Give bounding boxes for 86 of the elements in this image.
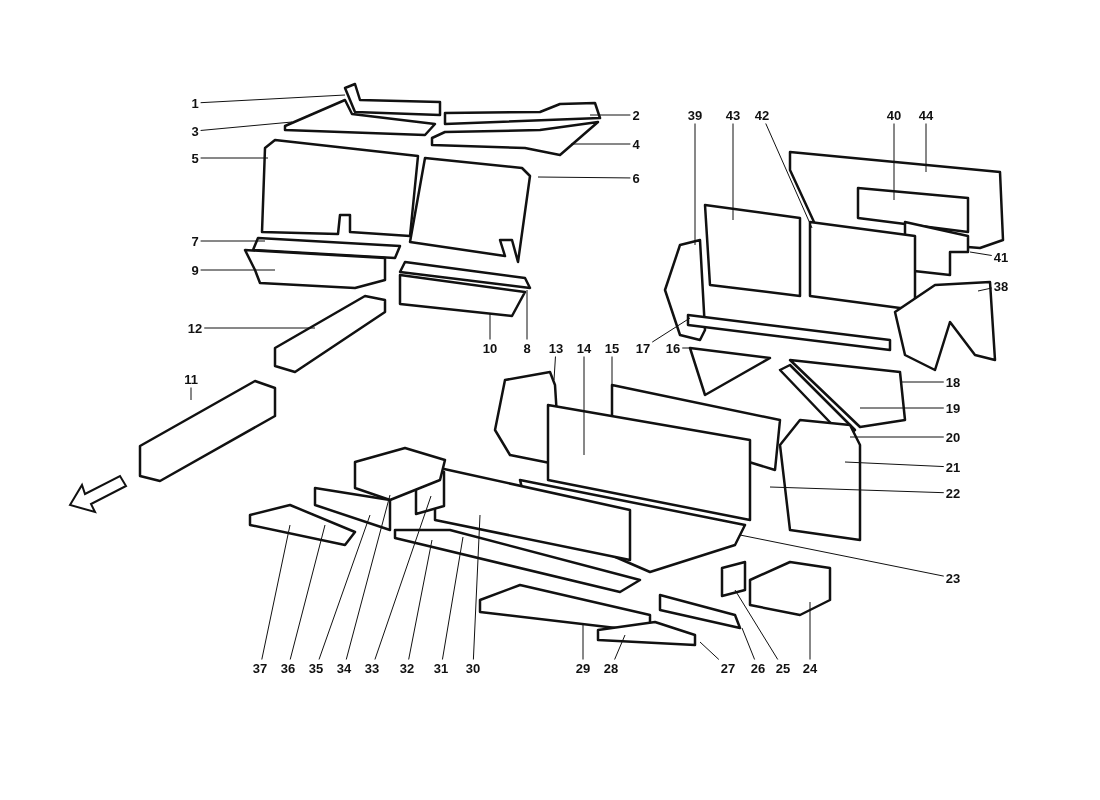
leader-line — [203, 327, 316, 329]
callout-number: 17 — [634, 340, 652, 356]
leader-line — [849, 436, 945, 438]
leader-line — [809, 601, 811, 660]
callout-number: 20 — [944, 429, 962, 445]
leader-line — [969, 251, 993, 256]
leader-line — [200, 157, 269, 159]
leader-line — [893, 123, 895, 201]
callout-number: 34 — [335, 660, 353, 676]
callout-number: 30 — [464, 660, 482, 676]
leader-line — [614, 634, 626, 660]
callout-number: 4 — [631, 136, 641, 152]
callout-number: 27 — [719, 660, 737, 676]
callout-number: 16 — [664, 340, 682, 356]
callout-number: 36 — [279, 660, 297, 676]
callout-number: 2 — [631, 107, 641, 123]
callout-number: 40 — [885, 107, 903, 123]
leader-line — [408, 539, 433, 660]
callout-number: 24 — [801, 660, 819, 676]
leader-line — [261, 524, 291, 660]
leader-line — [765, 123, 813, 229]
callout-number: 5 — [190, 150, 200, 166]
callout-number: 28 — [602, 660, 620, 676]
leader-line — [200, 269, 276, 271]
leader-line — [925, 123, 927, 173]
callout-number: 12 — [186, 320, 204, 336]
leader-line — [582, 624, 584, 660]
callout-number: 11 — [183, 371, 199, 387]
leader-line — [844, 461, 945, 468]
callout-number: 42 — [753, 107, 771, 123]
leader-line — [441, 536, 464, 660]
callout-number: 21 — [944, 459, 962, 475]
leader-line — [553, 356, 556, 381]
callout-number: 39 — [686, 107, 704, 123]
leader-line — [651, 317, 691, 343]
callout-number: 37 — [251, 660, 269, 676]
callout-number: 32 — [398, 660, 416, 676]
leader-line — [699, 641, 720, 660]
leader-line — [200, 121, 293, 131]
leader-line — [200, 94, 346, 104]
callout-number: 19 — [944, 400, 962, 416]
leader-line — [694, 123, 696, 246]
callout-number: 33 — [363, 660, 381, 676]
callout-number: 26 — [749, 660, 767, 676]
callout-number: 13 — [547, 340, 565, 356]
callout-number: 9 — [190, 262, 200, 278]
callout-number: 25 — [774, 660, 792, 676]
leader-line — [583, 356, 585, 456]
callout-number: 35 — [307, 660, 325, 676]
leader-line — [859, 407, 945, 409]
callout-number: 31 — [432, 660, 450, 676]
callout-number: 23 — [944, 570, 962, 586]
callout-number: 8 — [522, 340, 532, 356]
leader-line — [537, 176, 631, 179]
callout-number: 14 — [575, 340, 593, 356]
leader-line — [345, 494, 391, 660]
leader-line — [190, 387, 192, 401]
callout-number: 18 — [944, 374, 962, 390]
leader-line — [526, 289, 528, 340]
callout-number: 3 — [190, 123, 200, 139]
callout-number: 1 — [190, 95, 200, 111]
leader-line — [472, 514, 481, 660]
leader-line — [589, 114, 631, 116]
callout-number: 43 — [724, 107, 742, 123]
leader-line — [739, 534, 945, 577]
leader-line — [977, 287, 993, 292]
leader-line — [899, 381, 945, 383]
leader-line — [741, 627, 756, 660]
leader-line — [734, 589, 779, 660]
callout-number: 7 — [190, 233, 200, 249]
callout-number: 44 — [917, 107, 935, 123]
leader-line — [769, 486, 945, 494]
leader-line — [570, 143, 631, 145]
callout-number: 22 — [944, 485, 962, 501]
leader-line — [289, 524, 326, 660]
callout-number: 15 — [603, 340, 621, 356]
leader-line — [374, 495, 432, 660]
leader-line — [732, 123, 734, 221]
leader-line — [318, 514, 371, 660]
callout-number: 10 — [481, 340, 499, 356]
callout-number: 6 — [631, 170, 641, 186]
leader-line — [200, 240, 266, 242]
callout-number: 41 — [992, 249, 1010, 265]
leader-line — [489, 312, 491, 340]
callout-number: 38 — [992, 278, 1010, 294]
callout-number: 29 — [574, 660, 592, 676]
